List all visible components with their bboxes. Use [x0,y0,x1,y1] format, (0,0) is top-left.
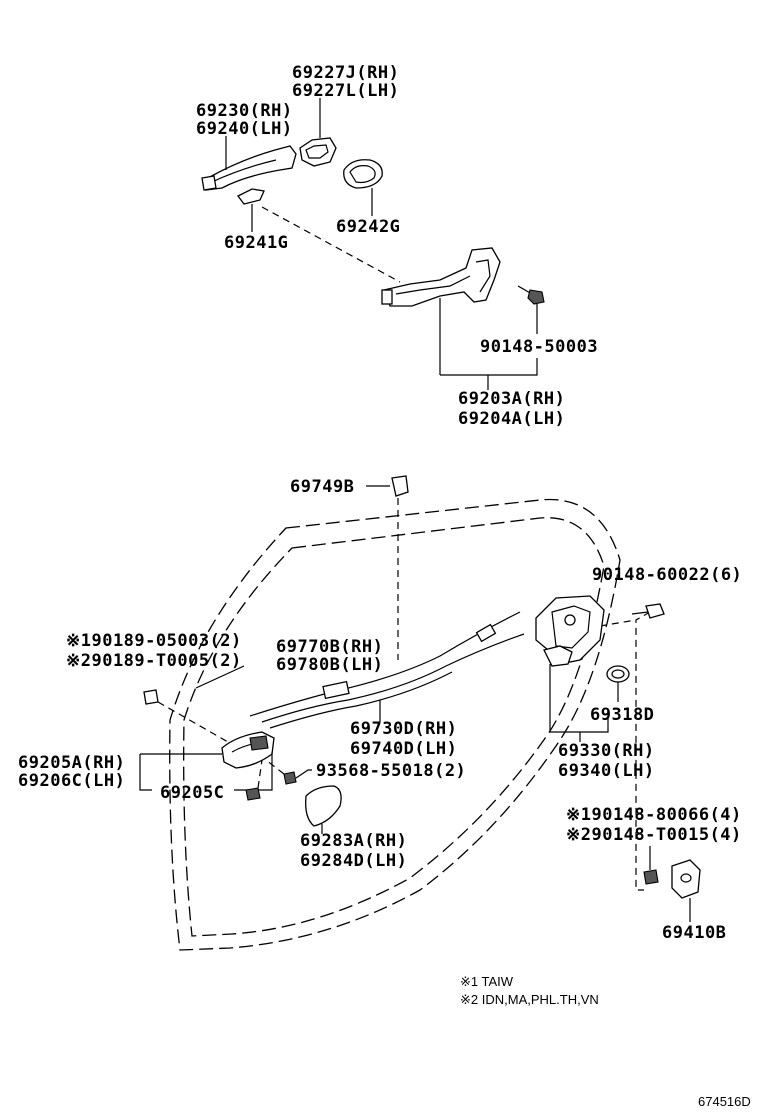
footnote-2: ※2 IDN,MA,PHL.TH,VN [460,992,599,1007]
striker-screw-part [643,846,659,885]
label-90148-80066: ※190148-80066(4) [566,805,742,825]
screw-93568-part [265,759,312,785]
inside-handle-bracket [139,754,152,791]
clip-69749b-part [366,475,409,660]
door-lock-part [535,595,609,742]
label-69204a: 69204A(LH) [458,409,565,429]
label-69203a: 69203A(RH) [458,389,565,409]
label-69318d: 69318D [590,705,654,725]
door-cables-part [249,611,525,729]
label-69749b: 69749B [290,477,354,497]
bolt-90148-60022-part [631,603,665,619]
label-90148-60022: 90148-60022(6) [592,565,742,585]
label-69227j: 69227J(RH) [292,63,399,83]
label-69410b: 69410B [662,923,726,943]
alignment-dashed-line [261,206,401,283]
footnote-1: ※1 TAIW [460,974,514,989]
handle-frame-leader [440,358,538,376]
label-90148-50003: 90148-50003 [480,337,598,357]
handle-cover-part [299,98,337,167]
label-90189-t0005: ※290189-T0005(2) [66,651,242,671]
label-69730d: 69730D(RH) [350,719,457,739]
label-69205a: 69205A(RH) [18,753,125,773]
handle-pad-small-part [237,188,265,232]
striker-69410b-part [671,859,701,922]
label-69242g: 69242G [336,217,400,237]
label-69770b: 69770B(RH) [276,637,383,657]
label-69340: 69340(LH) [558,761,655,781]
label-69241g: 69241G [224,233,288,253]
handle-frame-part [381,247,501,375]
label-93568-55018: 93568-55018(2) [316,761,466,781]
outside-handle-part [201,136,297,191]
label-90189-05003: ※190189-05003(2) [66,631,242,651]
inside-handle-part [221,731,275,769]
screw-69205c-part [245,759,263,801]
label-69740d: 69740D(LH) [350,739,457,759]
lock-bolt-dashed-line [635,611,651,891]
door-outline [169,498,621,951]
clip-90189-part [143,689,229,743]
label-69284d: 69284D(LH) [300,851,407,871]
label-69227l: 69227L(LH) [292,81,399,101]
drawing-reference: 674516D [698,1094,751,1109]
grommet-69318d-part [606,665,630,702]
label-69230: 69230(RH) [196,101,293,121]
label-69240: 69240(LH) [196,119,293,139]
label-69780b: 69780B(LH) [276,655,383,675]
inside-handle-cover-part [305,785,342,834]
label-69205c: 69205C [160,783,224,803]
handle-pad-large-part [343,159,383,216]
label-90148-t0015: ※290148-T0015(4) [566,825,742,845]
bolt-90148-50003-part [517,285,545,334]
label-69283a: 69283A(RH) [300,831,407,851]
label-69330: 69330(RH) [558,741,655,761]
label-69206c: 69206C(LH) [18,771,125,791]
